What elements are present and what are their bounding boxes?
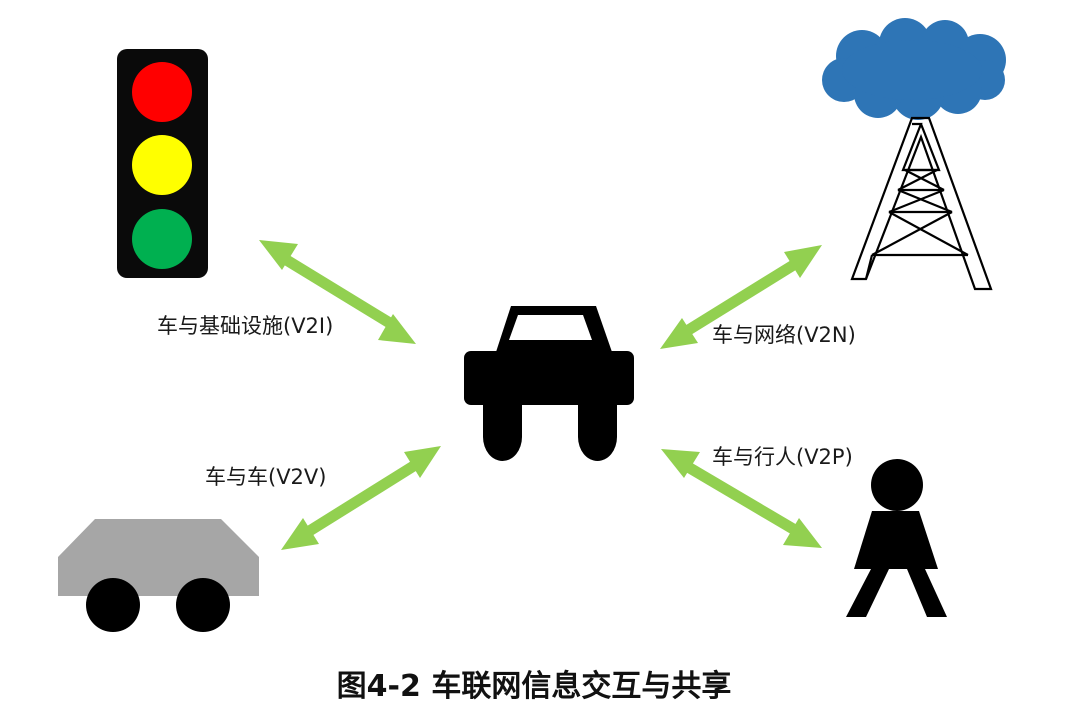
label-v2p: 车与行人(V2P) [712,445,853,469]
label-v2v: 车与车(V2V) [205,465,326,489]
car-front-icon [464,306,634,461]
traffic-light-green [132,209,192,269]
arrow-v2i [259,240,416,344]
arrow-v2n [660,245,822,349]
arrow-v2p [661,449,822,548]
label-v2n: 车与网络(V2N) [712,323,856,347]
figure-caption: 图4-2 车联网信息交互与共享 [337,669,732,704]
pedestrian-icon [846,459,947,617]
traffic-light-icon [117,49,208,278]
label-v2i: 车与基础设施(V2I) [157,314,333,338]
traffic-light-yellow [132,135,192,195]
car-side-icon [58,519,259,632]
traffic-light-red [132,62,192,122]
arrow-v2v [281,446,441,550]
cloud-icon [822,18,1006,120]
cell-tower-icon [850,116,993,291]
